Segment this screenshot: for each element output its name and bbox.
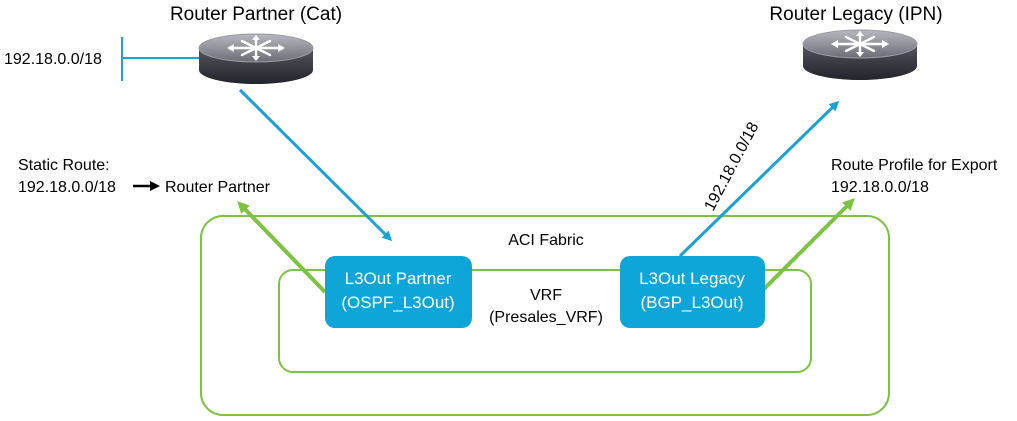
export-profile-heading: Route Profile for Export [831, 157, 998, 174]
advertised-prefix-label: 192.18.0.0/18 [702, 119, 763, 213]
router-legacy-title: Router Legacy (IPN) [769, 4, 942, 25]
export-profile-prefix: 192.18.0.0/18 [831, 179, 929, 196]
l3out-legacy-box [620, 256, 765, 328]
static-route-heading: Static Route: [18, 157, 110, 174]
l3out-partner-box [325, 256, 472, 328]
aci-fabric-box [200, 215, 890, 416]
l3out-legacy-name: L3Out Legacy [639, 269, 745, 288]
partner-to-fabric-arrow [238, 88, 393, 242]
vrf-label: VRF [530, 287, 562, 304]
router-partner-icon [197, 32, 315, 86]
vrf-name-label: (Presales_VRF) [489, 309, 603, 326]
l3out-partner-protocol: (OSPF_L3Out) [341, 293, 454, 312]
legacy-export-arrow [678, 100, 840, 258]
aci-fabric-label: ACI Fabric [508, 232, 584, 249]
router-legacy-icon [801, 28, 919, 82]
export-route-arrow [759, 198, 855, 294]
static-route-prefix: 192.18.0.0/18 [18, 179, 116, 196]
vrf-box [278, 269, 812, 373]
l3out-partner-name: L3Out Partner [345, 269, 452, 288]
static-route-arrow [237, 201, 327, 294]
static-route-target: Router Partner [165, 179, 271, 196]
router-partner-title: Router Partner (Cat) [170, 4, 342, 25]
l3out-legacy-protocol: (BGP_L3Out) [641, 293, 744, 312]
subnet-label: 192.18.0.0/18 [4, 51, 102, 68]
